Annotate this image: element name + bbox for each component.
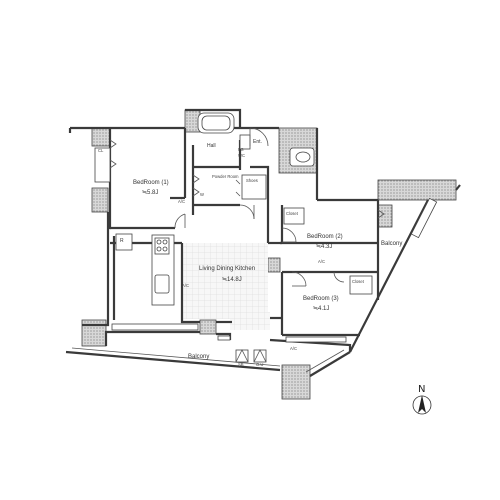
- closet-bedroom1: [94, 147, 111, 183]
- label-ac-2: A/C: [182, 283, 189, 288]
- label-shoes: Shoes: [246, 178, 258, 183]
- label-w: W: [200, 192, 204, 197]
- room-name-ps: PS: [238, 147, 244, 152]
- label-sb: SB: [238, 362, 244, 367]
- room-name-bedroom3: BedRoom (3): [303, 296, 339, 302]
- room-name-bedroom2: BedRoom (2): [307, 234, 343, 240]
- ldk-floor: [182, 243, 268, 319]
- room-name-bedroom1: BedRoom (1): [133, 180, 169, 186]
- shoe-cabinet: [241, 174, 267, 200]
- label-ac-3: A/C: [318, 259, 325, 264]
- room-name-balcony-east: Balcony: [381, 241, 402, 247]
- exterior-walls: [65, 108, 461, 377]
- windows: [111, 197, 438, 343]
- ldk-floor-lower: [230, 312, 270, 330]
- north-arrow-icon: [418, 395, 426, 413]
- room-name-entrance: Ent.: [253, 139, 262, 145]
- label-wc: WC: [238, 153, 245, 158]
- label-refrigerator: R: [120, 238, 124, 244]
- room-name-ldk: Living Dining Kitchen: [199, 266, 255, 272]
- north-compass: N: [412, 384, 432, 415]
- closet-bedroom2: [283, 207, 305, 225]
- room-area-bedroom3: ≒4.1J: [313, 306, 329, 312]
- stove: [154, 237, 170, 255]
- label-cl-1: CL: [98, 148, 104, 153]
- sink: [154, 274, 170, 294]
- door-swings: [109, 127, 385, 287]
- refrigerator: [115, 233, 133, 251]
- label-outdoor: O.U: [256, 362, 263, 367]
- label-closet-1: Closet: [286, 211, 299, 216]
- closet-bedroom3: [349, 275, 373, 295]
- room-area-bedroom2: ≒4.3J: [316, 244, 332, 250]
- label-ac-4: A/C: [290, 346, 297, 351]
- outdoor-unit-1: [235, 349, 249, 363]
- compass-label: N: [418, 384, 425, 395]
- fixtures: [94, 112, 373, 363]
- label-powder: Powder Room: [212, 174, 239, 179]
- room-area-bedroom1: ≒5.8J: [142, 190, 158, 196]
- room-name-hall: Hall: [207, 143, 216, 149]
- label-ac-1: A/C: [178, 199, 185, 204]
- room-area-ldk: ≒14.8J: [222, 277, 242, 283]
- label-closet-2: Closet: [352, 279, 365, 284]
- outdoor-unit-2: [253, 349, 267, 363]
- room-name-balcony-south: Balcony: [188, 354, 209, 360]
